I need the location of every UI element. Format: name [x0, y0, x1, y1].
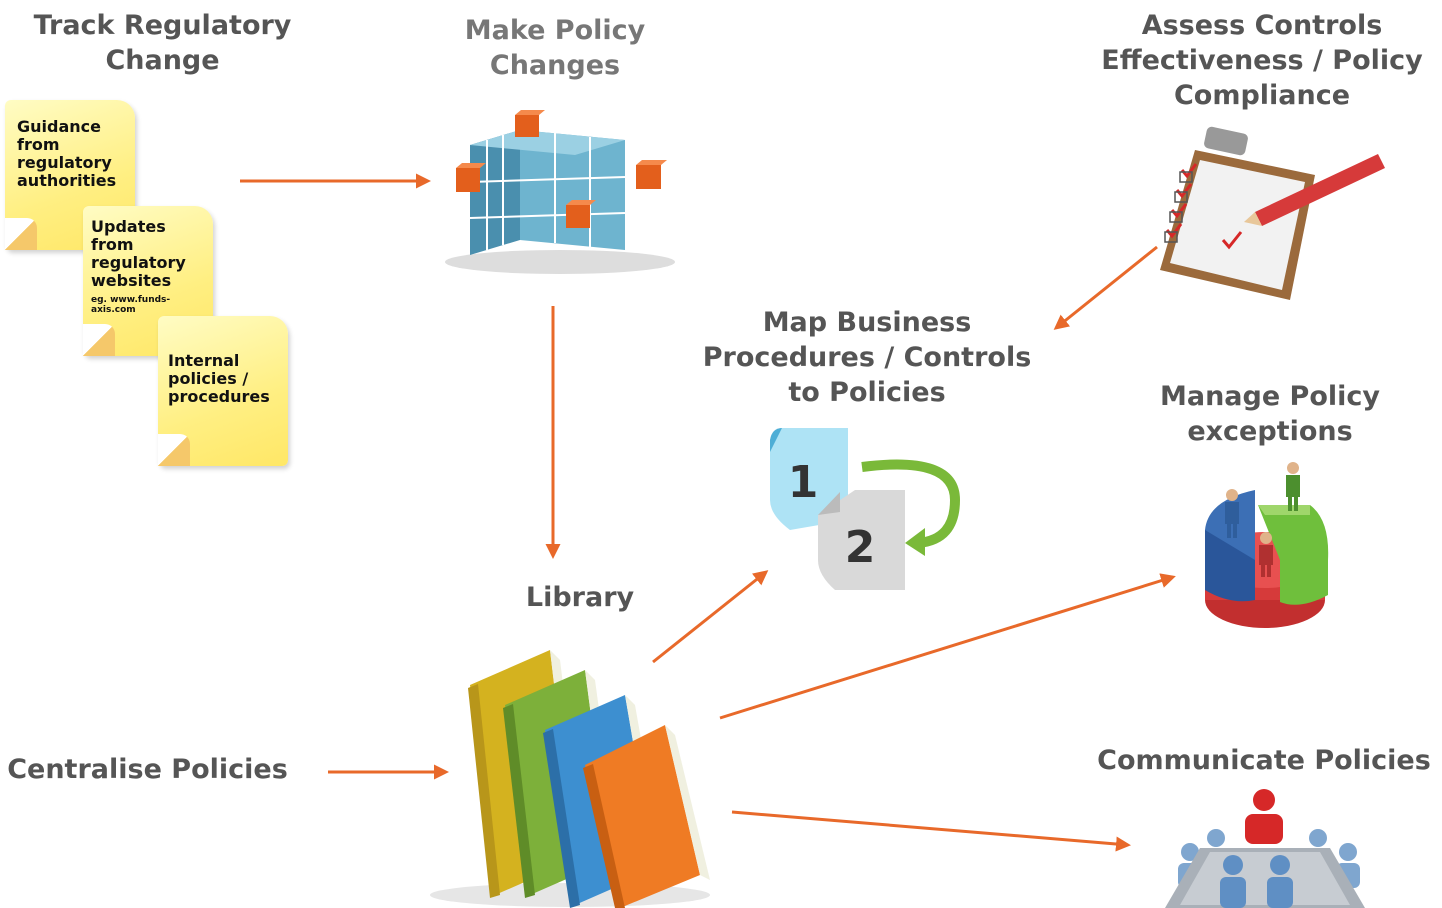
arrow-library-to-communicate: [731, 810, 1131, 852]
note-updates-website: eg. www.funds-axis.com: [91, 295, 171, 315]
arrow-library-to-map: [652, 570, 769, 664]
arrow-library-to-manage: [719, 573, 1176, 720]
document-two-label: 2: [845, 522, 876, 573]
assess-controls-heading: Assess Controls Effectiveness / Policy C…: [1101, 10, 1423, 111]
communicate-policies-heading: Communicate Policies: [1097, 745, 1431, 776]
sticky-note-updates: Updates from regulatory websites eg. www…: [83, 206, 213, 356]
centralise-policies-heading: Centralise Policies: [7, 754, 288, 785]
make-policy-changes-heading: Make Policy Changes: [464, 15, 646, 81]
arrow-assess-to-map: [1053, 245, 1158, 330]
note-guidance-text: Guidance from regulatory authorities: [17, 117, 117, 190]
note-internal-text: Internal policies / procedures: [168, 351, 270, 406]
document-one-label: 1: [788, 457, 819, 508]
library-heading: Library: [525, 582, 635, 613]
note-updates-text: Updates from regulatory websites: [91, 217, 186, 290]
sticky-note-internal: Internal policies / procedures: [158, 316, 288, 466]
map-business-procedures-heading: Map Business Procedures / Controls to Po…: [702, 307, 1032, 408]
track-regulatory-change-heading: Track Regulatory Change: [33, 10, 292, 76]
manage-policy-exceptions-heading: Manage Policy exceptions: [1159, 381, 1381, 447]
